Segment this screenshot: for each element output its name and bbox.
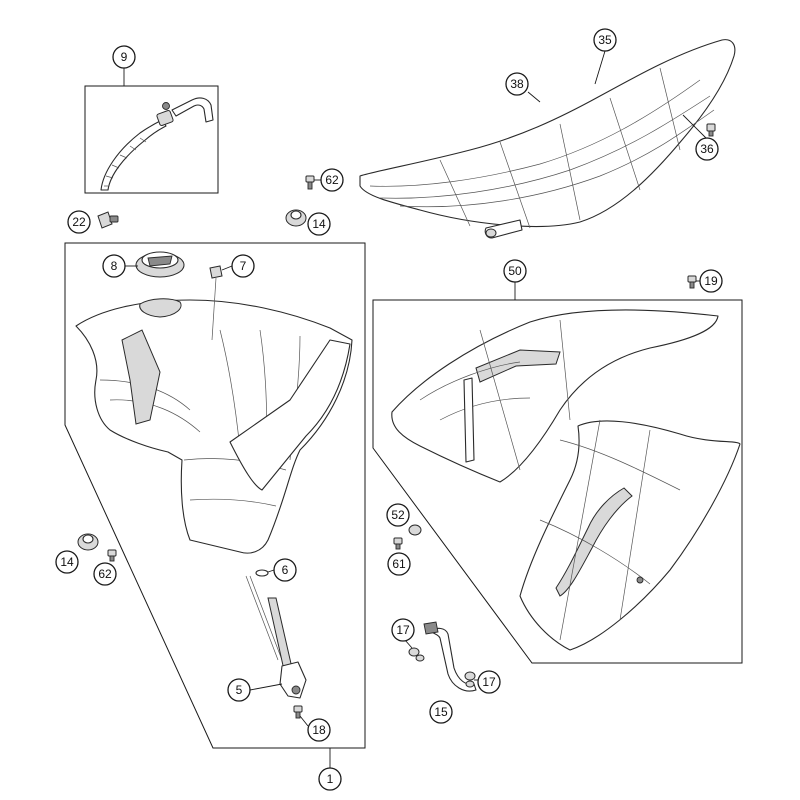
callout-14-top-label: 14	[312, 217, 326, 231]
callout-6-label: 6	[282, 563, 289, 577]
callout-52-label: 52	[391, 508, 405, 522]
callout-17-right[interactable]: 17	[477, 670, 501, 694]
callout-62-top[interactable]: 62	[320, 168, 344, 192]
bolt-62-top	[305, 175, 315, 190]
fuel-tank-group-frame	[64, 242, 366, 749]
callout-14-top[interactable]: 14	[307, 212, 331, 236]
screw-61	[393, 537, 403, 550]
callout-14-left-label: 14	[60, 555, 74, 569]
callout-35-label: 35	[598, 33, 612, 47]
callout-17-left[interactable]: 17	[391, 618, 415, 642]
callout-52[interactable]: 52	[386, 503, 410, 527]
fuel-line-group-frame	[84, 85, 219, 194]
fuel-tank	[75, 298, 353, 554]
clamp-17a	[408, 647, 425, 662]
fitting-22	[97, 211, 119, 229]
callout-38[interactable]: 38	[505, 72, 529, 96]
seat	[359, 39, 736, 239]
callout-62-left[interactable]: 62	[93, 562, 117, 586]
callout-36-label: 36	[700, 142, 714, 156]
callout-62-top-label: 62	[325, 173, 339, 187]
callout-50[interactable]: 50	[503, 259, 527, 283]
fuel-hose-assembly	[100, 97, 214, 191]
callout-62-left-label: 62	[98, 567, 112, 581]
callout-6[interactable]: 6	[273, 558, 297, 582]
callout-61[interactable]: 61	[387, 552, 411, 576]
callout-35[interactable]: 35	[593, 28, 617, 52]
callout-9[interactable]: 9	[112, 45, 136, 69]
grommet-14-top	[285, 209, 307, 227]
callout-36[interactable]: 36	[695, 137, 719, 161]
callout-15[interactable]: 15	[429, 700, 453, 724]
fuel-cap	[135, 251, 185, 278]
callout-15-label: 15	[434, 705, 448, 719]
callout-17-left-label: 17	[396, 623, 410, 637]
callout-22-label: 22	[72, 215, 86, 229]
callout-19[interactable]: 19	[699, 269, 723, 293]
callout-8[interactable]: 8	[102, 254, 126, 278]
screw-18	[293, 705, 303, 719]
grommet-14-left	[77, 533, 99, 551]
callout-22[interactable]: 22	[67, 210, 91, 234]
callout-18[interactable]: 18	[307, 718, 331, 742]
callout-38-label: 38	[510, 77, 524, 91]
callout-19-label: 19	[704, 274, 718, 288]
callout-18-label: 18	[312, 723, 326, 737]
spoiler-lower	[519, 419, 741, 651]
callout-17-right-label: 17	[482, 675, 496, 689]
clamp-17b	[464, 671, 476, 688]
callout-1-label: 1	[327, 772, 334, 786]
callout-61-label: 61	[392, 557, 406, 571]
callout-7[interactable]: 7	[231, 254, 255, 278]
spoiler-upper	[391, 309, 719, 483]
callout-7-label: 7	[240, 259, 247, 273]
vent-valve	[209, 265, 223, 341]
callout-14-left[interactable]: 14	[55, 550, 79, 574]
callout-5-label: 5	[236, 683, 243, 697]
callout-9-label: 9	[121, 50, 128, 64]
callout-50-label: 50	[508, 264, 522, 278]
callout-5[interactable]: 5	[227, 678, 251, 702]
bolt-36	[706, 123, 716, 137]
callout-1[interactable]: 1	[318, 767, 342, 791]
nut-52	[408, 524, 422, 536]
fuel-tap	[245, 569, 307, 699]
spoiler-group-frame	[372, 299, 743, 664]
callout-8-label: 8	[111, 259, 118, 273]
breather-hose	[423, 621, 477, 692]
bolt-19	[687, 275, 697, 289]
bolt-62-left	[107, 549, 117, 562]
